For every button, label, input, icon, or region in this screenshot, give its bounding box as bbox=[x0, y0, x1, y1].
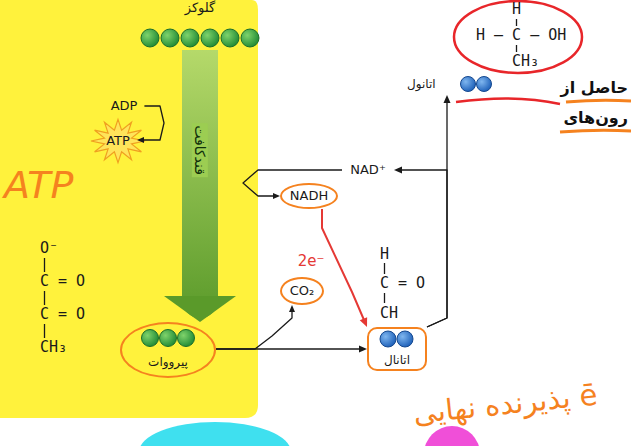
chemical-bonds bbox=[45, 19, 517, 338]
cofactor-label: NAD⁺ bbox=[342, 159, 394, 181]
carbon-ball bbox=[477, 77, 492, 92]
edge-label: 2e⁻ bbox=[296, 253, 327, 270]
text-fragment: رون‌های bbox=[563, 108, 628, 127]
chem-formula: O⁻ bbox=[40, 239, 58, 257]
arrow-head bbox=[164, 296, 236, 322]
arrow-head bbox=[137, 137, 144, 143]
ethanal-molecule bbox=[380, 331, 413, 347]
connector-line bbox=[427, 102, 447, 327]
orange-underline bbox=[566, 100, 631, 102]
molecule-label: CO₂ bbox=[280, 277, 324, 305]
atp-burst bbox=[91, 119, 145, 162]
bond bbox=[384, 293, 385, 303]
chem-formula: H – C – OH bbox=[476, 26, 566, 44]
chem-formula: CH₃ bbox=[40, 338, 67, 356]
bond bbox=[44, 291, 45, 305]
bond bbox=[384, 263, 385, 274]
molecule-box: گلوکز bbox=[138, 0, 262, 50]
chem-formula: CH₃ bbox=[512, 52, 539, 70]
chem-formula: C = O bbox=[40, 272, 85, 290]
carbon-ball bbox=[380, 331, 396, 347]
connector-line bbox=[143, 106, 164, 140]
carbon-ball bbox=[461, 77, 476, 92]
node-text: اتانول bbox=[407, 77, 436, 91]
carbon-ball bbox=[201, 29, 219, 47]
node-text: NADH bbox=[290, 188, 328, 204]
carbon-ball bbox=[241, 29, 259, 47]
bond bbox=[516, 45, 517, 52]
connector-line bbox=[322, 209, 364, 320]
carbon-ball bbox=[181, 29, 199, 47]
node-text: NAD⁺ bbox=[350, 162, 386, 178]
carbon-ball bbox=[141, 29, 159, 47]
pyruvate-molecule bbox=[142, 330, 195, 347]
node-text: اتانال bbox=[384, 353, 410, 367]
arrow-head bbox=[289, 305, 295, 312]
connector-line bbox=[401, 170, 447, 327]
glycolysis-arrow bbox=[164, 50, 236, 322]
node-text: CO₂ bbox=[290, 283, 315, 299]
carbon-ball bbox=[142, 330, 159, 347]
carbon-ball bbox=[160, 330, 177, 347]
highlight bbox=[139, 422, 291, 446]
red-circle-mark bbox=[454, 1, 582, 73]
edge-label: قندکافت bbox=[192, 123, 208, 177]
node-text: گلوکز bbox=[185, 0, 216, 16]
molecule-box: اتانال bbox=[367, 327, 427, 371]
chem-formula: H bbox=[380, 245, 389, 263]
handwritten-note: ATP bbox=[4, 163, 73, 209]
carbon-ball bbox=[397, 331, 413, 347]
ethanol-molecule bbox=[461, 77, 492, 92]
chem-formula: C = O bbox=[380, 274, 425, 292]
molecule-box: اتانول bbox=[404, 73, 490, 95]
electron-arrow bbox=[322, 209, 367, 327]
bond bbox=[516, 19, 517, 26]
burst-star bbox=[91, 119, 145, 162]
reaction-arrow bbox=[137, 106, 164, 143]
glucose-molecule bbox=[141, 29, 259, 47]
chem-formula: C = O bbox=[40, 305, 85, 323]
node-text: ADP bbox=[111, 98, 138, 114]
carbon-ball bbox=[161, 29, 179, 47]
cofactor-label: NADH bbox=[280, 183, 338, 209]
text-fragment: حاصل از bbox=[560, 78, 628, 97]
highlight bbox=[0, 0, 258, 418]
connector-line bbox=[182, 50, 218, 300]
orange-underline bbox=[560, 130, 631, 132]
arrow-head bbox=[273, 193, 280, 199]
carbon-ball bbox=[178, 330, 195, 347]
chem-formula: CH bbox=[380, 304, 398, 322]
arrow-head bbox=[444, 95, 451, 103]
arrow-head bbox=[359, 346, 367, 353]
reaction-arrow bbox=[394, 167, 447, 328]
handwritten-note: پذیرنده نهایی ē bbox=[411, 377, 598, 431]
reaction-arrow bbox=[216, 305, 295, 349]
carbon-ball bbox=[221, 29, 239, 47]
arrow-head bbox=[394, 167, 402, 174]
arrow-head bbox=[360, 317, 367, 327]
chem-formula: H bbox=[512, 0, 521, 18]
cofactor-label: ATP bbox=[99, 130, 137, 152]
node-text: پیرووات bbox=[148, 355, 188, 369]
node-text: ATP bbox=[106, 133, 130, 149]
connector-line bbox=[216, 311, 292, 349]
bond bbox=[44, 258, 45, 272]
molecule-box: پیرووات bbox=[120, 322, 216, 378]
red-pen-line bbox=[456, 98, 560, 104]
bond bbox=[44, 324, 45, 338]
cofactor-label: ADP bbox=[104, 95, 145, 117]
